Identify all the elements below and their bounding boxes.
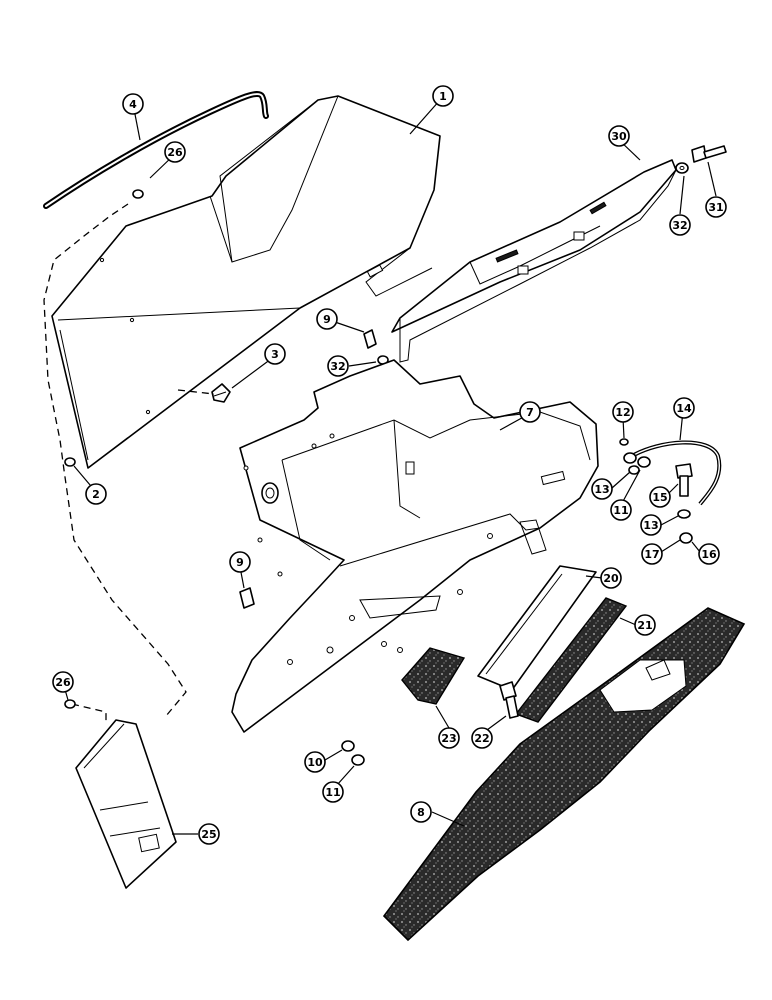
- svg-text:9: 9: [323, 313, 331, 326]
- callout-12: 12: [612, 401, 634, 423]
- callout-4: 4: [122, 93, 144, 115]
- callout-17: 17: [641, 543, 663, 565]
- part-12-washer: [619, 438, 629, 446]
- part-8-floor-mat: [382, 607, 746, 942]
- callout-30: 30: [608, 125, 630, 147]
- svg-text:10: 10: [307, 756, 323, 769]
- svg-text:14: 14: [676, 402, 692, 415]
- part-26-screw-upper: [132, 189, 144, 199]
- callout-13-upper: 13: [591, 478, 613, 500]
- callout-2: 2: [85, 483, 107, 505]
- callout-32-upper: 32: [669, 214, 691, 236]
- part-13-washer-lower: [677, 509, 691, 519]
- callout-14: 14: [673, 397, 695, 419]
- callout-1: 1: [432, 85, 454, 107]
- part-1-upper-shroud: [51, 95, 441, 469]
- callout-31: 31: [705, 196, 727, 218]
- part-13-washer-upper: [628, 465, 640, 475]
- svg-text:4: 4: [129, 98, 137, 111]
- svg-text:3: 3: [271, 348, 279, 361]
- part-4-weatherstrip: [43, 91, 269, 209]
- callout-11-upper: 11: [610, 499, 632, 521]
- part-11-nut-lower: [351, 754, 365, 766]
- svg-text:21: 21: [637, 619, 652, 632]
- svg-text:11: 11: [613, 504, 628, 517]
- dashed-leader-26b: [71, 703, 107, 724]
- svg-text:22: 22: [474, 732, 489, 745]
- part-3-clip: [211, 383, 231, 403]
- svg-text:11: 11: [325, 786, 340, 799]
- callout-10: 10: [304, 751, 326, 773]
- svg-text:32: 32: [672, 219, 687, 232]
- svg-text:30: 30: [611, 130, 627, 143]
- part-20-plate: [477, 565, 597, 691]
- callout-32-lower: 32: [327, 355, 349, 377]
- part-31-bolt: [691, 145, 727, 163]
- svg-text:9: 9: [236, 556, 244, 569]
- svg-text:16: 16: [701, 548, 717, 561]
- svg-text:17: 17: [644, 548, 659, 561]
- callout-13-lower: 13: [640, 514, 662, 536]
- part-17-nut: [679, 532, 693, 544]
- callout-25: 25: [198, 823, 220, 845]
- svg-text:26: 26: [55, 676, 71, 689]
- svg-text:20: 20: [603, 572, 619, 585]
- svg-text:12: 12: [615, 406, 630, 419]
- svg-text:2: 2: [92, 488, 100, 501]
- part-15-bolt: [675, 463, 693, 497]
- svg-text:13: 13: [594, 483, 609, 496]
- svg-text:7: 7: [526, 406, 534, 419]
- callout-9-upper: 9: [316, 308, 338, 330]
- callout-9-lower: 9: [229, 551, 251, 573]
- svg-text:25: 25: [201, 828, 216, 841]
- callouts: 1 4 26 30 31 32 9 32: [52, 85, 727, 845]
- callout-16: 16: [698, 543, 720, 565]
- svg-text:23: 23: [441, 732, 456, 745]
- callout-26-upper: 26: [164, 141, 186, 163]
- part-10-washer: [341, 740, 355, 752]
- part-30-rail: [391, 159, 677, 363]
- svg-text:13: 13: [643, 519, 658, 532]
- callout-11-lower: 11: [322, 781, 344, 803]
- dashed-leader-upper: [43, 203, 187, 717]
- callout-23: 23: [438, 727, 460, 749]
- part-32-nut-upper: [675, 162, 689, 174]
- callout-22: 22: [471, 727, 493, 749]
- callout-8: 8: [410, 801, 432, 823]
- callout-15: 15: [649, 486, 671, 508]
- part-7-main-panel: [231, 359, 599, 733]
- svg-text:32: 32: [330, 360, 345, 373]
- svg-text:15: 15: [652, 491, 667, 504]
- callout-26-lower: 26: [52, 671, 74, 693]
- svg-text:8: 8: [417, 806, 425, 819]
- part-23-block: [401, 647, 466, 705]
- callout-3: 3: [264, 343, 286, 365]
- part-2-screw: [64, 457, 76, 467]
- svg-text:31: 31: [708, 201, 723, 214]
- dashed-leader-3: [177, 389, 215, 395]
- part-25-cover: [75, 719, 177, 889]
- callout-21: 21: [634, 614, 656, 636]
- part-9-bolt-upper: [363, 329, 377, 349]
- svg-text:1: 1: [439, 90, 447, 103]
- callout-7: 7: [519, 401, 541, 423]
- part-11-nut-upper: [637, 456, 651, 468]
- callout-20: 20: [600, 567, 622, 589]
- part-14-ground-strap: [623, 440, 722, 506]
- part-22-bolt: [499, 681, 519, 719]
- part-9-bolt-lower: [239, 587, 255, 609]
- part-26-screw-lower: [64, 699, 76, 709]
- part-21-pad: [514, 597, 628, 723]
- svg-text:26: 26: [167, 146, 183, 159]
